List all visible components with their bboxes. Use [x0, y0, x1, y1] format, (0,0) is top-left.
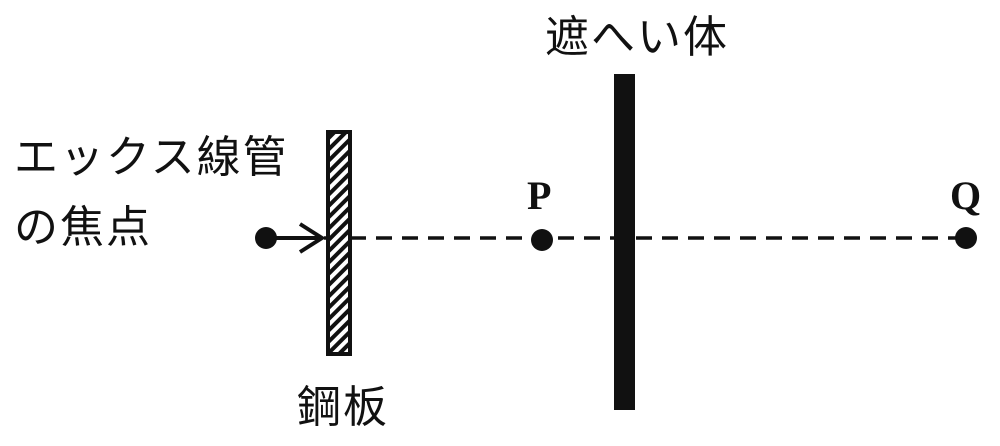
focal-spot-dot: [255, 227, 277, 249]
steel-plate: [326, 130, 352, 356]
point-q-dot: [955, 227, 977, 249]
steel-plate-label: 鋼板: [297, 382, 389, 433]
point-p-dot: [531, 229, 553, 251]
shield-bar: [614, 74, 635, 410]
xray-tube-label-line1: エックス線管: [14, 132, 289, 183]
xray-tube-label-line2: の焦点: [14, 202, 152, 253]
point-p-label: P: [527, 173, 552, 218]
arrow-head-icon: [298, 222, 326, 254]
point-q-label: Q: [950, 173, 982, 218]
shield-label: 遮へい体: [545, 12, 729, 63]
